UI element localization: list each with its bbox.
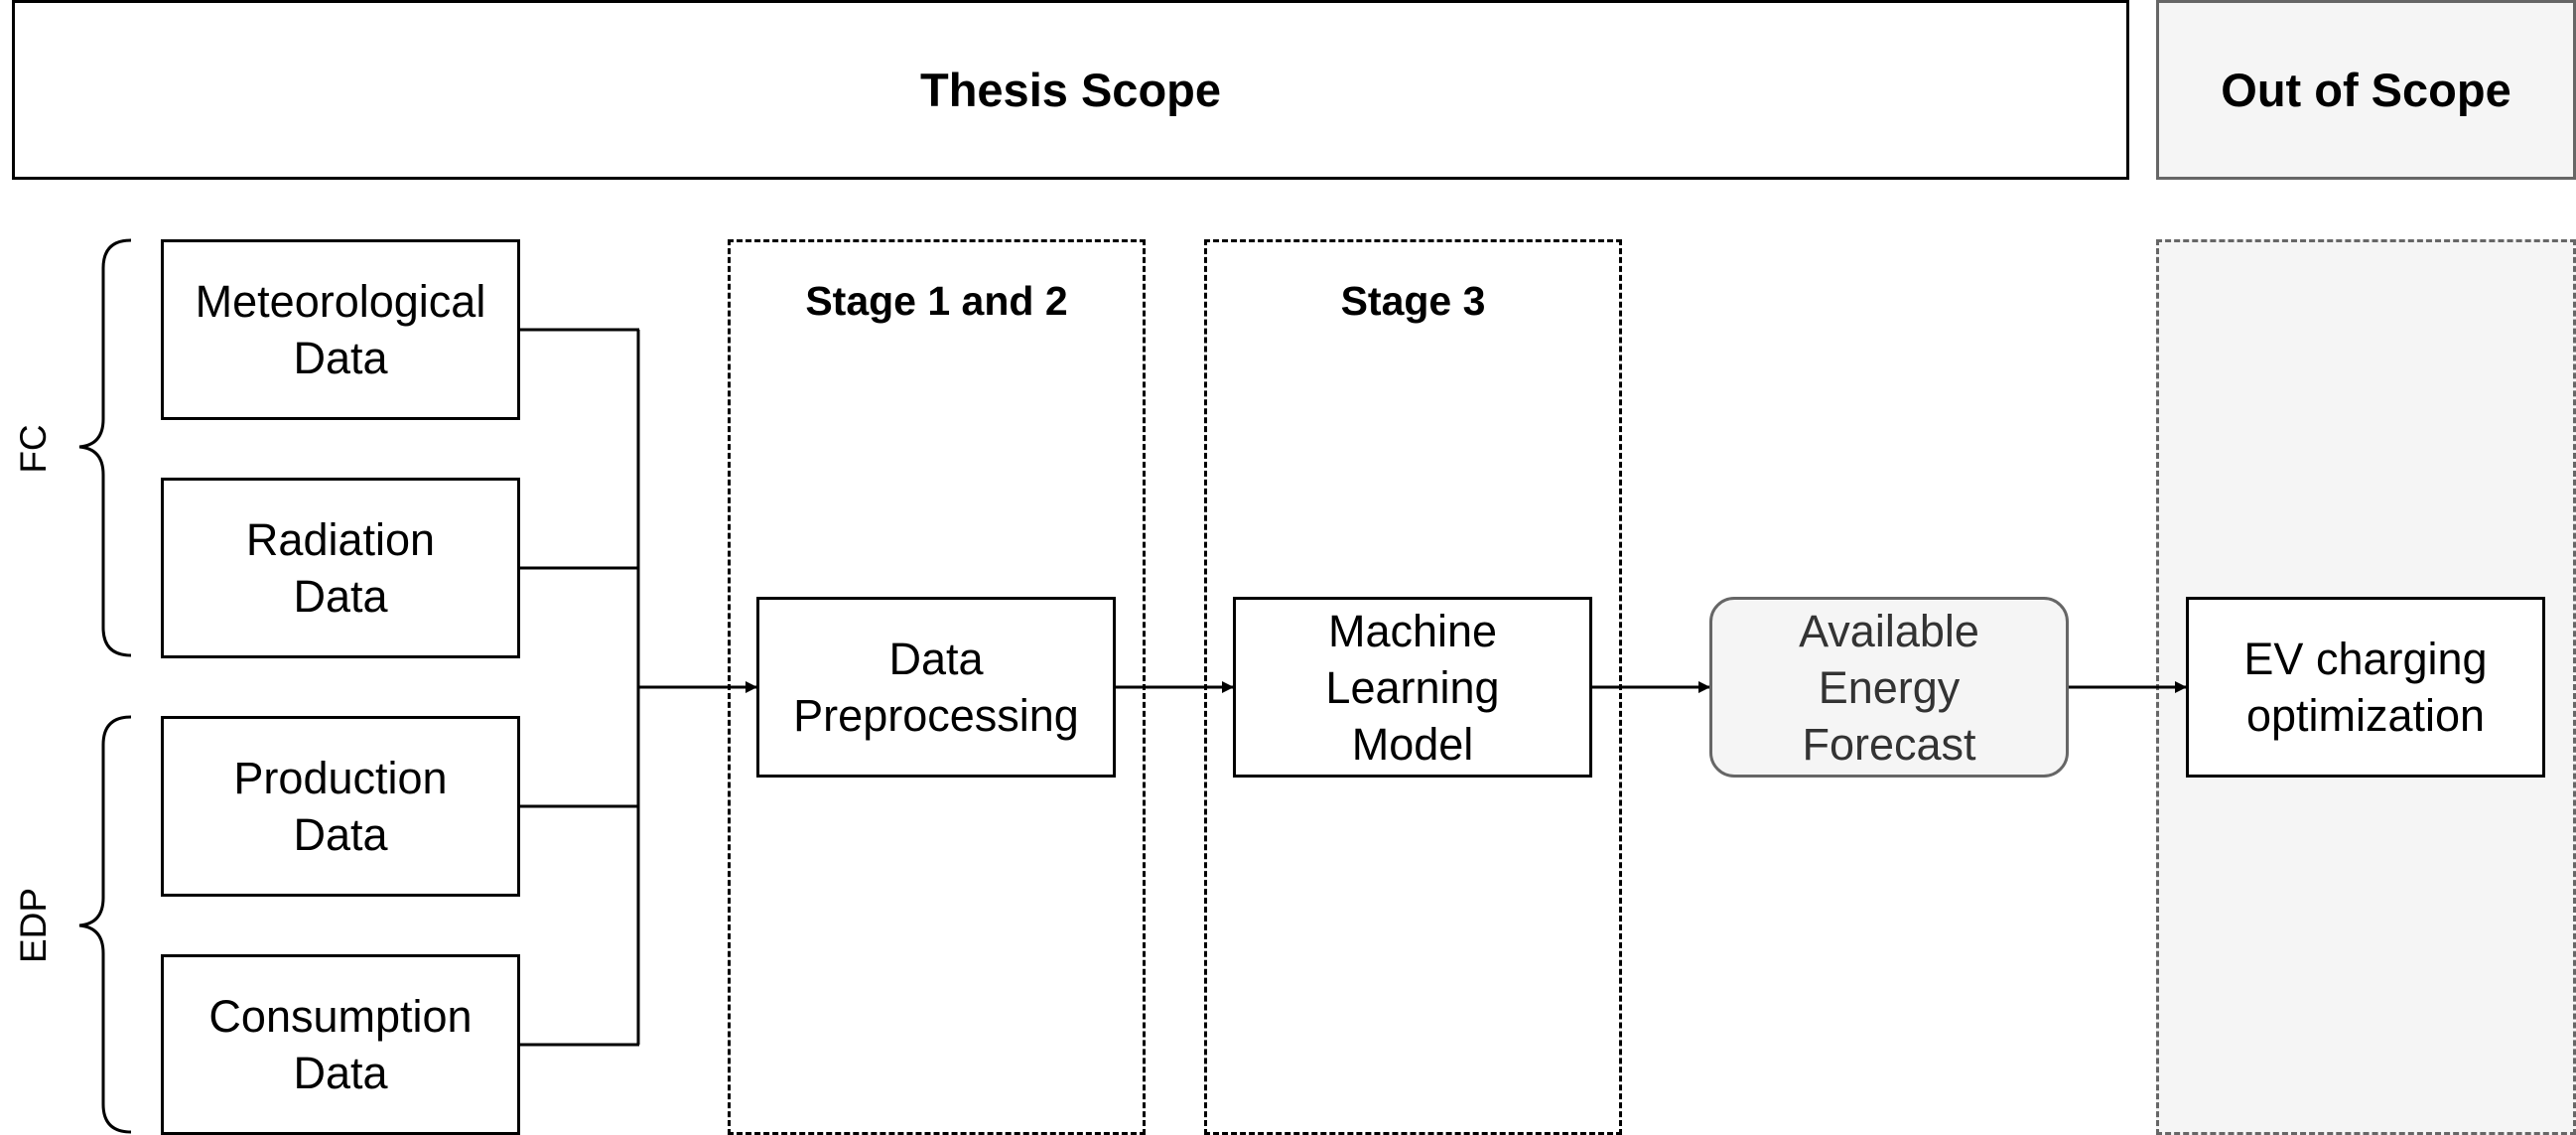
available-energy-forecast-node: Available Energy Forecast [1709,597,2069,778]
ev-charging-optimization-node: EV charging optimization [2186,597,2545,778]
out-of-scope-header: Out of Scope [2156,0,2576,180]
consumption-data-node: Consumption Data [161,954,520,1135]
out-of-scope-title: Out of Scope [2221,64,2511,116]
stage-3-title: Stage 3 [1340,277,1486,324]
stage-1-2-title: Stage 1 and 2 [805,277,1068,324]
edp-group-label: EDP [13,887,54,964]
data-preprocessing-node: Data Preprocessing [756,597,1116,778]
edp-brace [78,715,132,1134]
radiation-data-node: Radiation Data [161,478,520,658]
machine-learning-model-node: Machine Learning Model [1233,597,1592,778]
fc-group-label: FC [13,424,54,474]
thesis-scope-header: Thesis Scope [12,0,2129,180]
meteorological-data-node: Meteorological Data [161,239,520,420]
thesis-scope-title: Thesis Scope [920,64,1221,116]
fc-brace [78,238,132,657]
production-data-node: Production Data [161,716,520,897]
